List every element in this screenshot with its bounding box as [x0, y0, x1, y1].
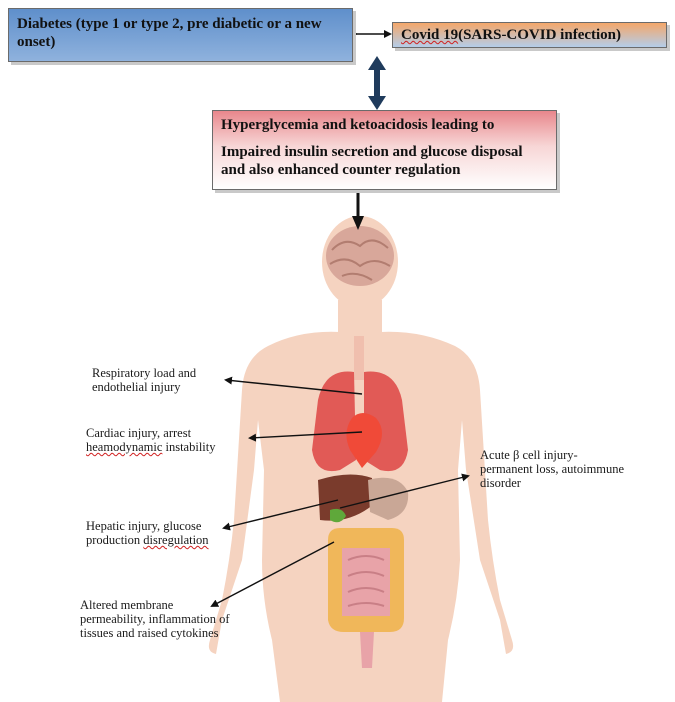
hepatic-label-part2: disregulation — [143, 533, 208, 547]
covid-infection-label: (SARS-COVID infection) — [458, 27, 621, 43]
hepatic-label: Hepatic injury, glucose production disre… — [86, 519, 256, 547]
brain-organ — [326, 226, 394, 286]
hyperglycemia-title: Hyperglycemia and ketoacidosis leading t… — [221, 116, 548, 134]
vertical-double-arrow — [368, 56, 386, 110]
cardiac-label-part1: Cardiac injury, arrest — [86, 426, 191, 440]
beta-cell-label: Acute β cell injury- permanent loss, aut… — [480, 448, 630, 490]
covid-label: Covid 19 — [401, 27, 458, 43]
diabetes-box: Diabetes (type 1 or type 2, pre diabetic… — [8, 8, 353, 62]
diabetes-text: Diabetes (type 1 or type 2, pre diabetic… — [17, 16, 322, 50]
membrane-label: Altered membrane permeability, inflammat… — [80, 598, 240, 640]
cardiac-label: Cardiac injury, arrest heamodynamic inst… — [86, 426, 256, 454]
rectum — [360, 632, 374, 668]
trachea — [354, 336, 364, 380]
respiratory-label: Respiratory load and endothelial injury — [92, 366, 242, 394]
hyperglycemia-box: Hyperglycemia and ketoacidosis leading t… — [212, 110, 557, 190]
covid-box: Covid 19(SARS-COVID infection) — [392, 22, 667, 48]
impaired-insulin-text: Impaired insulin secretion and glucose d… — [221, 144, 523, 178]
cardiac-label-part2: heamodynamic — [86, 440, 162, 454]
cardiac-label-part3: instability — [162, 440, 215, 454]
